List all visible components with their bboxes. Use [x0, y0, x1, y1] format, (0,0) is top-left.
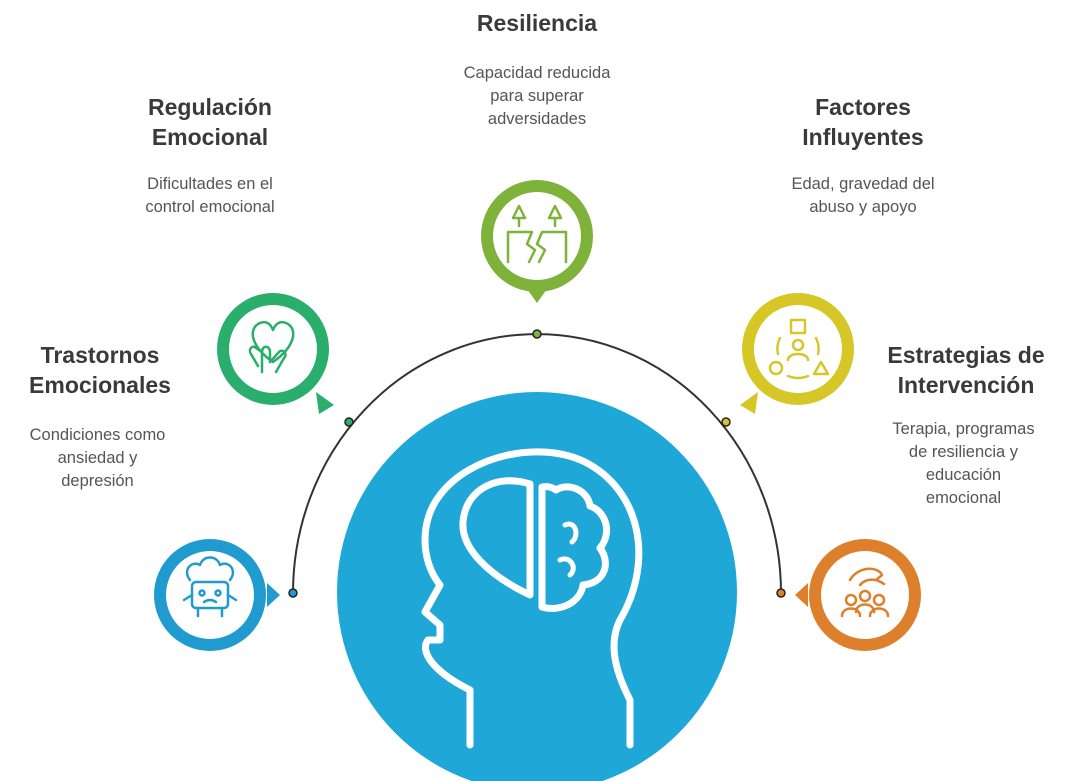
trastornos-title: Trastornos Emocionales — [0, 340, 200, 400]
factores-icon-bubble — [740, 293, 854, 414]
resiliencia-title-line-1: Resiliencia — [476, 10, 598, 36]
resiliencia-description-line-1: Capacidad reducida — [463, 64, 611, 82]
central-circle — [337, 392, 737, 781]
trastornos-description: Condiciones como ansiedad y depresión — [0, 424, 195, 493]
estrategias-title-line-2: Intervención — [897, 372, 1035, 398]
factores-description-line-2: abuso y apoyo — [809, 198, 917, 216]
resiliencia-description: Capacidad reducida para superar adversid… — [437, 62, 637, 131]
estrategias-description-line-2: de resiliencia y — [908, 443, 1019, 461]
regulacion-title: Regulación Emocional — [110, 92, 310, 152]
shapes-cycle-person-icon — [768, 318, 830, 380]
group-support-icon — [840, 567, 890, 618]
resiliencia-description-line-3: adversidades — [487, 110, 587, 128]
regulacion-description-line-1: Dificultades en el — [147, 175, 273, 193]
trastornos-description-line-2: ansiedad y — [57, 449, 138, 467]
factores-arc-dot — [721, 417, 731, 427]
estrategias-description: Terapia, programas de resiliencia y educ… — [866, 418, 1061, 510]
broken-bridge-icon — [506, 204, 568, 264]
resiliencia-arc-dot — [532, 329, 542, 339]
resiliencia-icon-bubble — [481, 180, 593, 303]
trastornos-description-line-1: Condiciones como — [29, 426, 166, 444]
estrategias-title-line-1: Estrategias de — [887, 342, 1045, 368]
regulacion-title-line-1: Regulación — [148, 94, 272, 120]
estrategias-description-line-4: emocional — [925, 489, 1002, 507]
factores-title-line-1: Factores — [815, 94, 911, 120]
regulacion-title-line-2: Emocional — [151, 124, 269, 150]
factores-title: Factores Influyentes — [763, 92, 963, 152]
heart-hand-icon — [248, 320, 295, 374]
estrategias-description-line-3: educación — [925, 466, 1002, 484]
estrategias-description-line-1: Terapia, programas — [892, 420, 1035, 438]
factores-description-line-1: Edad, gravedad del — [791, 175, 935, 193]
estrategias-arc-dot — [776, 588, 786, 598]
regulacion-description: Dificultades en el control emocional — [110, 173, 310, 219]
trastornos-description-line-3: depresión — [61, 472, 134, 490]
estrategias-title: Estrategias de Intervención — [866, 340, 1066, 400]
regulacion-icon-bubble — [217, 293, 334, 414]
regulacion-arc-dot — [344, 417, 354, 427]
resiliencia-title: Resiliencia — [437, 8, 637, 38]
distressed-character-icon — [182, 556, 238, 618]
factores-title-line-2: Influyentes — [802, 124, 924, 150]
trastornos-icon-bubble — [154, 539, 280, 651]
estrategias-icon-bubble — [795, 539, 921, 651]
trastornos-arc-dot — [288, 588, 298, 598]
factores-description: Edad, gravedad del abuso y apoyo — [763, 173, 963, 219]
trastornos-title-line-2: Emocionales — [29, 372, 171, 398]
regulacion-description-line-2: control emocional — [145, 198, 275, 216]
head-with-brain-icon — [421, 448, 643, 749]
resiliencia-description-line-2: para superar — [490, 87, 584, 105]
trastornos-title-line-1: Trastornos — [40, 342, 160, 368]
